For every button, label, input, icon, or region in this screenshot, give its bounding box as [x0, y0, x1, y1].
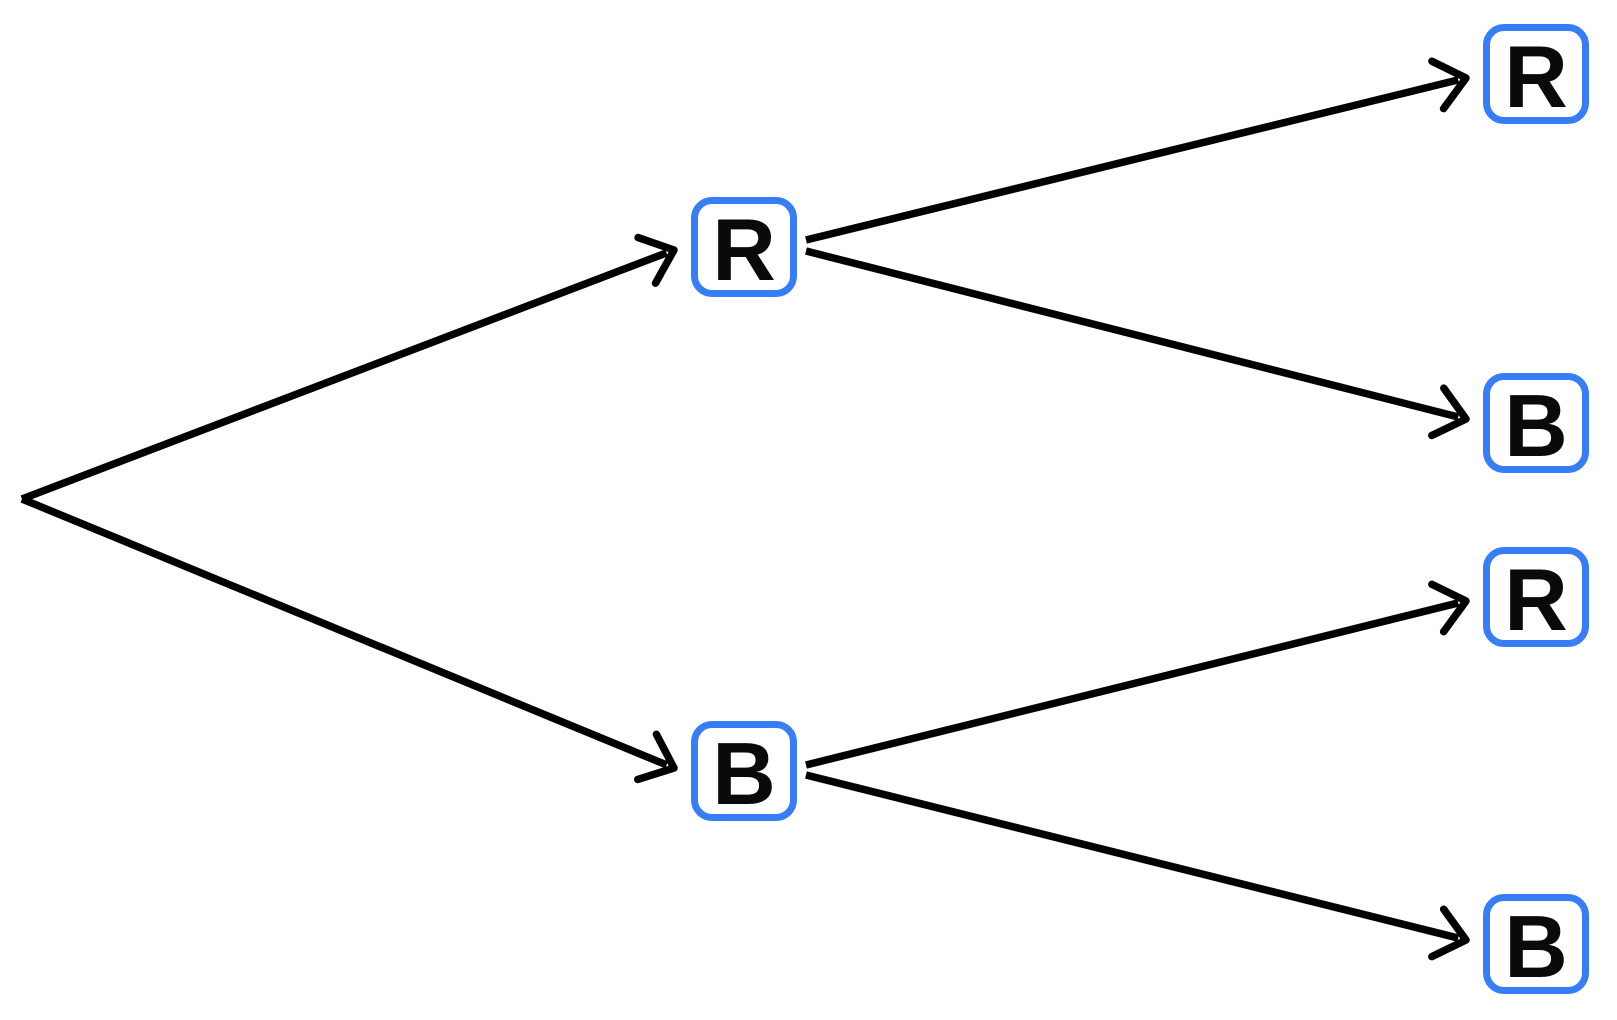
- node-stage2-rr: R: [1483, 24, 1589, 124]
- node-stage2-br-label: R: [1504, 550, 1568, 649]
- node-stage2-br: R: [1483, 547, 1589, 647]
- node-stage1-b-label: B: [712, 724, 776, 823]
- node-stage2-bb: B: [1483, 894, 1589, 994]
- node-stage2-bb-label: B: [1504, 897, 1568, 996]
- node-stage1-b: B: [691, 721, 797, 821]
- node-stage1-r-label: R: [712, 200, 776, 299]
- node-stage2-rb-label: B: [1504, 376, 1568, 475]
- node-stage1-r: R: [691, 197, 797, 297]
- node-stage2-rb: B: [1483, 373, 1589, 473]
- node-stage2-rr-label: R: [1504, 27, 1568, 126]
